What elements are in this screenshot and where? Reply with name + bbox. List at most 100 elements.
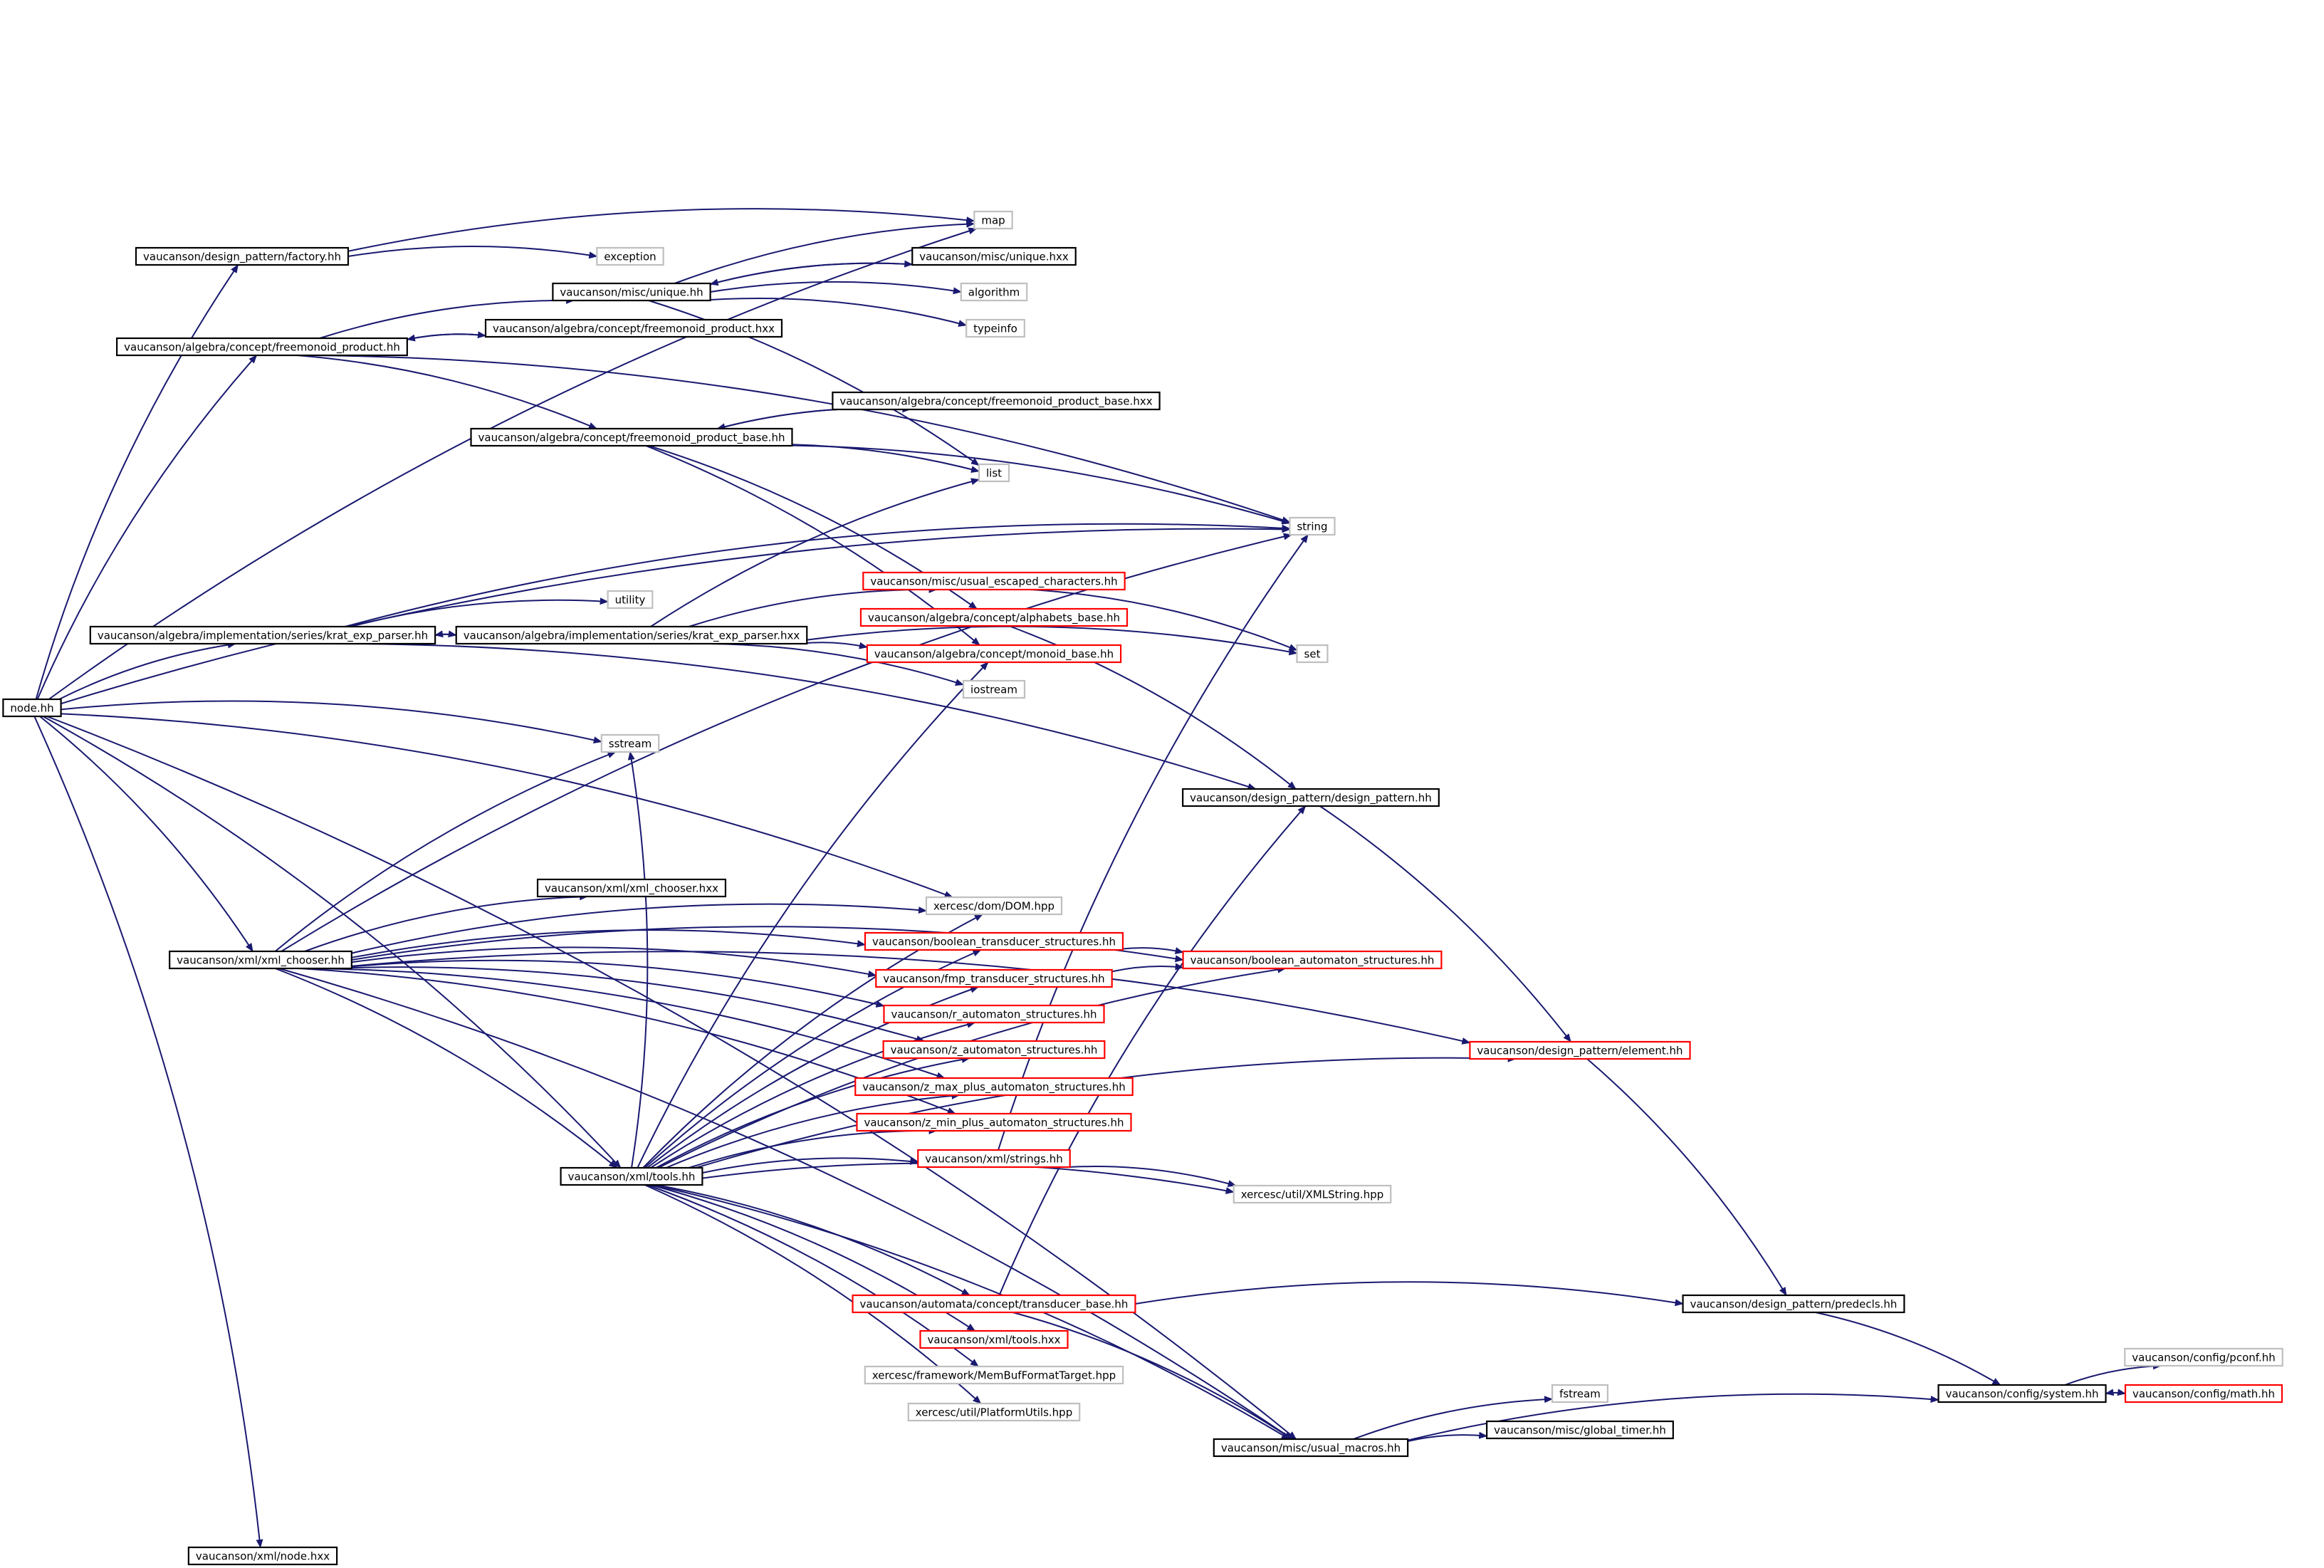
node-element[interactable]: vaucanson/design_pattern/element.hh — [1469, 1040, 1691, 1060]
node-r-auto[interactable]: vaucanson/r_automaton_structures.hh — [883, 1004, 1105, 1024]
edge-node-to-node-hxx — [33, 716, 263, 1548]
node-escaped[interactable]: vaucanson/misc/usual_escaped_characters.… — [862, 571, 1126, 591]
edge-xml-chooser-hh-to-z-auto — [330, 966, 925, 1042]
node-label: map — [981, 214, 1005, 227]
node-dom[interactable]: xercesc/dom/DOM.hpp — [925, 896, 1063, 916]
node-strings[interactable]: vaucanson/xml/strings.hh — [917, 1149, 1071, 1169]
node-xmlstring[interactable]: xercesc/util/XMLString.hpp — [1232, 1184, 1392, 1204]
edge-node-to-dom — [61, 713, 953, 898]
node-predecls[interactable]: vaucanson/design_pattern/predecls.hh — [1682, 1294, 1905, 1314]
node-box — [187, 1546, 338, 1566]
edge-xml-chooser-hh-to-z-max — [310, 968, 946, 1080]
node-xml-chooser-hxx[interactable]: vaucanson/xml/xml_chooser.hxx — [536, 878, 727, 898]
node-z-auto[interactable]: vaucanson/z_automaton_structures.hh — [882, 1040, 1106, 1060]
node-box — [484, 318, 783, 338]
edge-unique-hh-to-list — [648, 300, 980, 466]
node-global-timer[interactable]: vaucanson/misc/global_timer.hh — [1486, 1420, 1674, 1440]
node-unique-hxx[interactable]: vaucanson/misc/unique.hxx — [911, 246, 1077, 266]
node-typeinfo[interactable]: typeinfo — [965, 318, 1025, 338]
node-krat-hxx[interactable]: vaucanson/algebra/implementation/series/… — [455, 625, 808, 645]
node-iostream[interactable]: iostream — [962, 679, 1026, 699]
node-transducer-base[interactable]: vaucanson/automata/concept/transducer_ba… — [852, 1294, 1136, 1314]
node-label: vaucanson/config/system.hh — [1945, 1388, 2098, 1401]
edge-xml-chooser-hh-to-dom — [351, 903, 927, 954]
edge-node-to-tools-hh — [42, 716, 622, 1169]
node-alphabets[interactable]: vaucanson/algebra/concept/alphabets_base… — [859, 607, 1129, 627]
node-box — [600, 733, 660, 753]
edge-node-to-xml-chooser-hh — [39, 716, 253, 952]
edge-bool-trans-to-bool-auto — [1122, 947, 1184, 954]
node-label: vaucanson/misc/usual_macros.hh — [1221, 1442, 1401, 1455]
edge-tools-hh-to-bool-auto — [658, 966, 1287, 1169]
node-fmp-hxx[interactable]: vaucanson/algebra/concept/freemonoid_pro… — [484, 318, 783, 338]
node-box — [1182, 950, 1443, 970]
edge-fmp-hh-to-string — [312, 355, 1291, 523]
node-list[interactable]: list — [978, 463, 1010, 483]
node-label: vaucanson/algebra/concept/freemonoid_pro… — [839, 395, 1152, 409]
node-bool-auto[interactable]: vaucanson/boolean_automaton_structures.h… — [1182, 950, 1443, 970]
node-pconf[interactable]: vaucanson/config/pconf.hh — [2124, 1347, 2283, 1367]
node-node-hxx[interactable]: vaucanson/xml/node.hxx — [187, 1546, 338, 1566]
node-box — [960, 282, 1028, 302]
node-z-min[interactable]: vaucanson/z_min_plus_automaton_structure… — [856, 1112, 1132, 1132]
edge-transducer-base-to-predecls — [1135, 1281, 1684, 1307]
node-fmpb-hxx[interactable]: vaucanson/algebra/concept/freemonoid_pro… — [832, 391, 1161, 411]
node-monoid-base[interactable]: vaucanson/algebra/concept/monoid_base.hh — [866, 644, 1122, 664]
node-fmpb-hh[interactable]: vaucanson/algebra/concept/freemonoid_pro… — [470, 427, 793, 447]
node-factory[interactable]: vaucanson/design_pattern/factory.hh — [135, 246, 350, 266]
node-label: vaucanson/xml/tools.hxx — [927, 1334, 1060, 1347]
node-system[interactable]: vaucanson/config/system.hh — [1937, 1384, 2107, 1404]
node-unique-hh[interactable]: vaucanson/misc/unique.hh — [552, 282, 711, 302]
node-tools-hh[interactable]: vaucanson/xml/tools.hh — [560, 1166, 703, 1186]
node-box — [862, 571, 1126, 591]
node-design-pattern[interactable]: vaucanson/design_pattern/design_pattern.… — [1182, 788, 1440, 807]
node-label: vaucanson/xml/tools.hh — [568, 1171, 696, 1183]
node-box — [536, 878, 727, 898]
node-box — [883, 1004, 1105, 1024]
node-map[interactable]: map — [973, 210, 1013, 230]
edge-node-to-krat-hh — [58, 641, 236, 700]
node-label: xercesc/util/XMLString.hpp — [1241, 1188, 1384, 1201]
node-box — [1551, 1384, 1609, 1404]
edge-tools-hh-to-element — [696, 1055, 1517, 1169]
edge-krat-hxx-to-list — [650, 478, 980, 627]
node-label: vaucanson/r_automaton_structures.hh — [891, 1008, 1096, 1022]
node-tools-hxx[interactable]: vaucanson/xml/tools.hxx — [919, 1329, 1069, 1349]
node-label: vaucanson/algebra/implementation/series/… — [464, 629, 800, 643]
node-math[interactable]: vaucanson/config/math.hh — [2124, 1384, 2283, 1404]
node-fmp-hh[interactable]: vaucanson/algebra/concept/freemonoid_pro… — [116, 337, 408, 357]
edge-system-to-pconf — [2064, 1362, 2162, 1386]
edge-strings-to-xmlstring — [1069, 1166, 1237, 1187]
node-set[interactable]: set — [1296, 644, 1329, 664]
node-box — [2124, 1347, 2283, 1367]
node-platform[interactable]: xercesc/util/PlatformUtils.hpp — [907, 1402, 1081, 1422]
edge-xml-chooser-hh-to-usual-macros — [278, 968, 1294, 1440]
edge-factory-to-exception — [347, 246, 598, 259]
node-box — [864, 1365, 1124, 1385]
node-fstream[interactable]: fstream — [1551, 1384, 1609, 1404]
node-bool-trans[interactable]: vaucanson/boolean_transducer_structures.… — [864, 931, 1124, 951]
node-box — [1296, 644, 1329, 664]
node-box — [852, 1294, 1136, 1314]
node-exception[interactable]: exception — [596, 246, 664, 266]
edge-math-to-system — [2105, 1389, 2126, 1396]
node-krat-hh[interactable]: vaucanson/algebra/implementation/series/… — [89, 625, 436, 645]
node-box — [1289, 516, 1336, 536]
node-utility[interactable]: utility — [607, 590, 654, 610]
edge-transducer-base-to-design-pattern — [998, 805, 1307, 1296]
node-fmp-trans[interactable]: vaucanson/fmp_transducer_structures.hh — [875, 968, 1113, 988]
node-string[interactable]: string — [1289, 516, 1336, 536]
node-label: vaucanson/algebra/implementation/series/… — [98, 629, 428, 643]
node-label: vaucanson/design_pattern/element.hh — [1477, 1045, 1682, 1058]
node-z-max[interactable]: vaucanson/z_max_plus_automaton_structure… — [854, 1077, 1134, 1097]
edge-node-to-factory — [35, 264, 239, 700]
node-usual-macros[interactable]: vaucanson/misc/usual_macros.hh — [1213, 1438, 1409, 1458]
edge-fmp-trans-to-bool-auto — [1111, 963, 1184, 973]
node-algorithm[interactable]: algorithm — [960, 282, 1028, 302]
node-label: vaucanson/misc/global_timer.hh — [1494, 1424, 1666, 1438]
node-membuf[interactable]: xercesc/framework/MemBufFormatTarget.hpp — [864, 1365, 1124, 1385]
node-xml-chooser-hh[interactable]: vaucanson/xml/xml_chooser.hh — [169, 950, 352, 970]
node-node[interactable]: node.hh — [2, 698, 62, 718]
edge-node-to-fmp-hh — [36, 355, 258, 700]
node-sstream[interactable]: sstream — [600, 733, 660, 753]
